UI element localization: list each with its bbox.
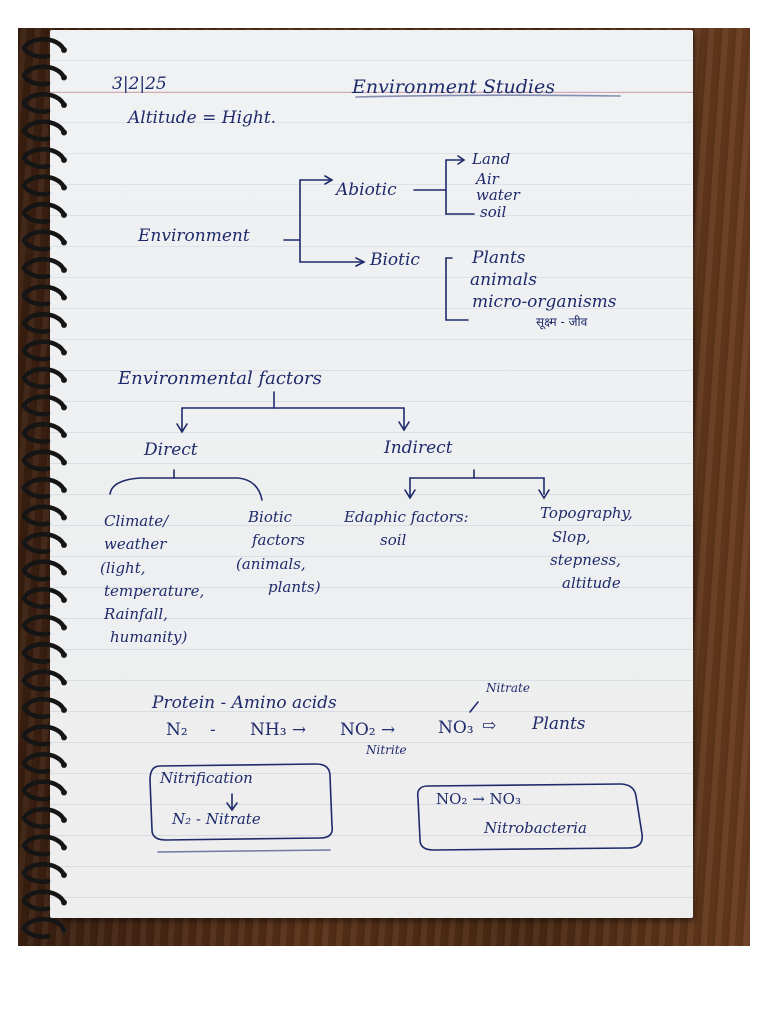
climate-line: Climate/: [104, 512, 169, 530]
spiral-coil: [21, 724, 67, 747]
spiral-coil: [21, 559, 67, 582]
topography-line: Topography,: [540, 504, 633, 522]
topography-line: stepness,: [550, 551, 621, 569]
climate-line: (light,: [100, 559, 146, 577]
spiral-coil: [21, 614, 67, 637]
abiotic-item: water: [476, 186, 520, 204]
edaphic-line: soil: [380, 531, 407, 549]
direct-label: Direct: [144, 440, 198, 460]
spiral-coil: [21, 312, 67, 334]
biotic-factors-line: factors: [252, 531, 305, 549]
indirect-label: Indirect: [384, 438, 453, 458]
environment-label: Environment: [138, 226, 250, 246]
spiral-coil: [21, 752, 67, 774]
page-title: Environment Studies: [352, 76, 555, 98]
nitrification-title: Nitrification: [160, 769, 253, 787]
spiral-coil: [21, 37, 67, 59]
biotic-item: Plants: [472, 248, 526, 268]
spiral-coil: [21, 504, 67, 527]
spiral-coil: [21, 202, 67, 224]
biotic-factors-line: Biotic: [248, 508, 293, 526]
spiral-coil: [21, 807, 67, 829]
spiral-coil: [21, 697, 67, 719]
spiral-coil: [21, 779, 67, 802]
notebook-page: [50, 30, 693, 918]
chain-no3: NO₃: [438, 718, 474, 738]
factors-title: Environmental factors: [118, 368, 322, 389]
topography-line: altitude: [562, 574, 621, 592]
abiotic-item: Air: [476, 170, 499, 188]
spiral-coil: [21, 64, 67, 87]
chain-dash: -: [210, 720, 216, 740]
biotic-factors-line: plants): [268, 578, 321, 596]
ink-strokes: [109, 94, 644, 853]
spiral-coil: [21, 367, 67, 389]
chain-no2: NO₂ →: [340, 720, 396, 740]
spiral-coil: [21, 862, 67, 884]
spiral-coil: [21, 119, 67, 142]
protein-line: Protein - Amino acids: [152, 693, 337, 713]
spiral-coil: [21, 422, 67, 444]
bacteria-formula: NO₂ → NO₃: [436, 790, 521, 808]
chain-plants: Plants: [532, 714, 586, 734]
spiral-coil: [21, 642, 67, 664]
abiotic-item: Land: [472, 150, 511, 168]
margin-line: [50, 92, 693, 93]
spiral-coil: [21, 174, 67, 197]
spiral-coil: [21, 339, 67, 362]
chain-n2: N₂: [166, 720, 188, 740]
spiral-coil: [21, 449, 67, 472]
biotic-factors-line: (animals,: [236, 555, 306, 573]
spiral-coil: [21, 257, 67, 279]
spiral-coil: [21, 587, 67, 609]
spiral-coil: [21, 92, 67, 114]
spiral-coil: [21, 532, 67, 554]
biotic-label: Biotic: [370, 250, 420, 270]
topography-line: Slop,: [552, 528, 591, 546]
abiotic-label: Abiotic: [336, 180, 397, 200]
hindi-note: सूक्ष्म - जीव: [536, 315, 588, 329]
spiral-coil: [21, 889, 67, 912]
date: 3|2|25: [112, 74, 167, 94]
chain-nh3: NH₃ →: [250, 720, 307, 740]
bacteria-name: Nitrobacteria: [484, 819, 587, 837]
notebook-photo: [18, 28, 750, 946]
climate-line: weather: [104, 535, 167, 553]
climate-line: humanity): [110, 628, 188, 646]
chain-arrow: ⇨: [482, 716, 497, 736]
nitrification-body: N₂ - Nitrate: [172, 810, 261, 828]
spiral-coil: [21, 394, 67, 417]
spiral-coil: [21, 284, 67, 307]
spiral-coil: [21, 229, 67, 252]
spiral-coil: [21, 834, 67, 857]
spiral-binding: [21, 37, 67, 939]
edaphic-line: Edaphic factors:: [344, 508, 469, 526]
nitrate-label: Nitrate: [486, 681, 530, 695]
spiral-coil: [21, 147, 67, 169]
nitrite-label: Nitrite: [366, 743, 407, 757]
spiral-coil: [21, 917, 67, 939]
biotic-item: micro-organisms: [472, 292, 617, 312]
spiral-coil: [21, 669, 67, 692]
spiral-coil: [21, 477, 67, 499]
abiotic-item: soil: [480, 203, 507, 221]
climate-line: temperature,: [104, 582, 205, 600]
altitude-note: Altitude = Hight.: [128, 108, 277, 128]
biotic-item: animals: [470, 270, 537, 290]
climate-line: Rainfall,: [104, 605, 168, 623]
